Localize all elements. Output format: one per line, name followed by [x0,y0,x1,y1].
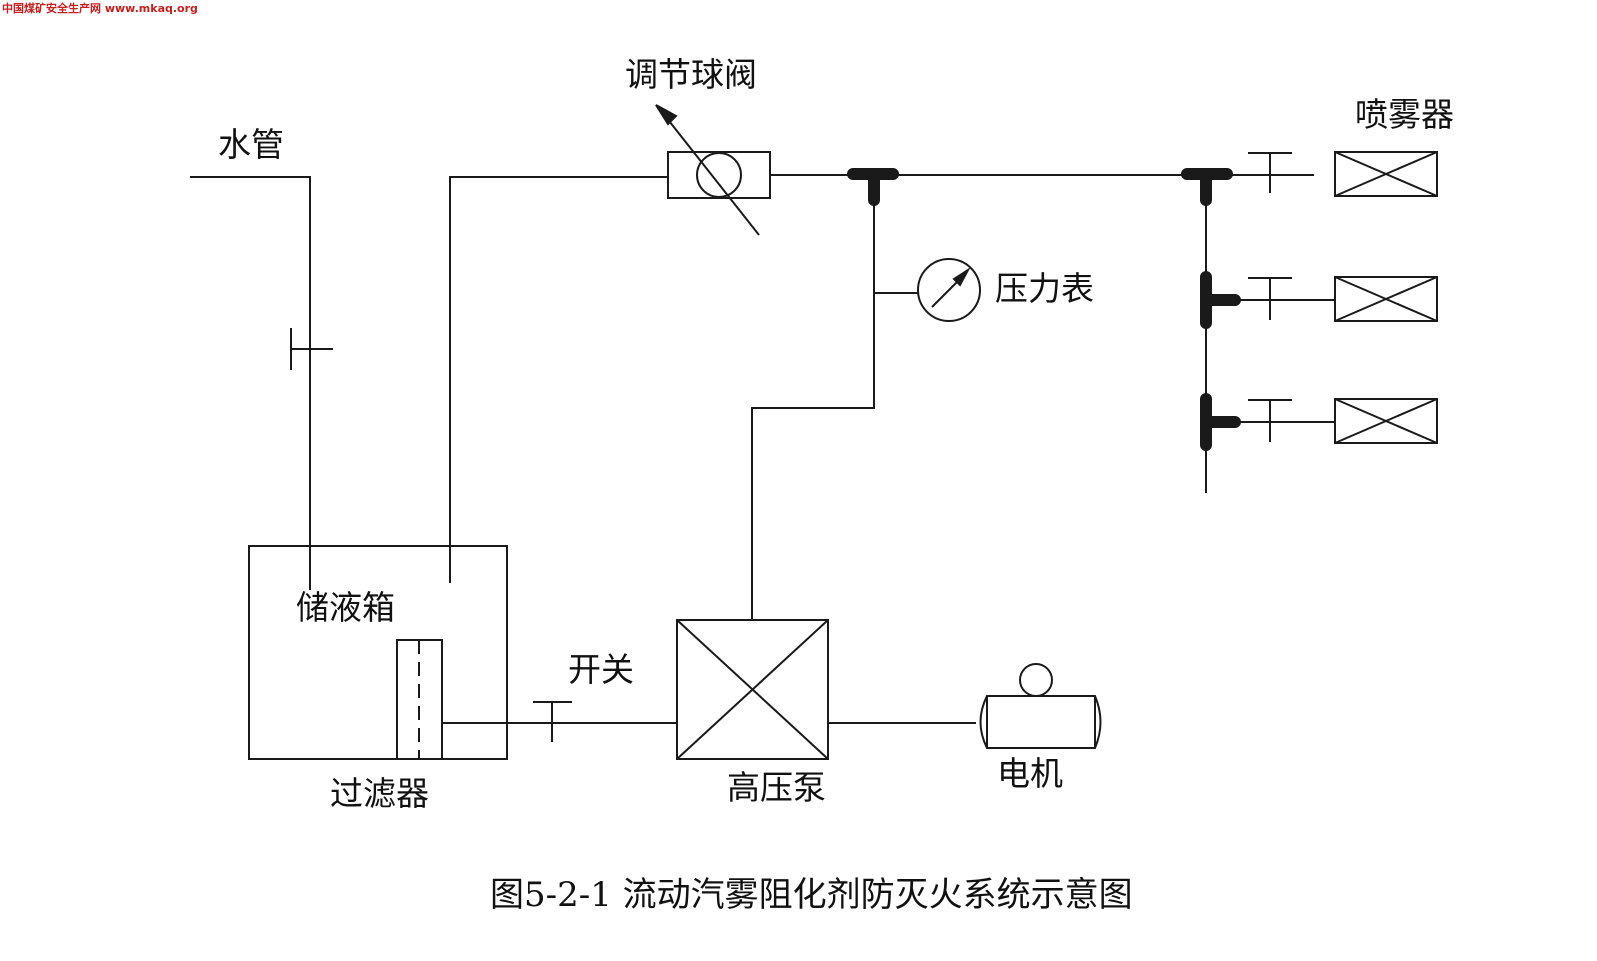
sprayer-1 [1335,152,1437,196]
ball-valve-handle [662,112,759,235]
watermark-text: 中国煤矿安全生产网 www.mkaq.org [2,2,198,15]
sprayer-3 [1335,399,1437,443]
label-storage-tank: 储液箱 [296,588,395,627]
label-switch: 开关 [568,650,634,689]
label-pressure-gauge: 压力表 [995,269,1094,308]
ball-valve-arrow [655,104,678,126]
label-water-pipe: 水管 [218,125,284,164]
pump-outlet-line [752,175,874,620]
ball-valve-body [668,152,770,198]
motor-top [1020,664,1052,696]
ball-valve-ball [697,153,741,197]
figure-caption: 图5-2-1 流动汽雾阻化剂防灭火系统示意图 [490,875,1133,915]
motor-body [981,696,1101,748]
pressure-gauge-dial [918,259,980,321]
label-sprayer: 喷雾器 [1355,95,1454,134]
label-motor: 电机 [997,754,1063,793]
sprayer-2 [1335,277,1437,321]
storage-tank [249,546,507,759]
label-filter: 过滤器 [330,774,429,813]
tank-return-line [450,177,668,583]
high-pressure-pump [677,620,828,759]
pressure-gauge-needle-tip [952,267,971,287]
label-regulating-ball-valve: 调节球阀 [625,55,757,94]
label-high-pressure-pump: 高压泵 [727,768,826,807]
water-pipe-line [190,177,310,590]
